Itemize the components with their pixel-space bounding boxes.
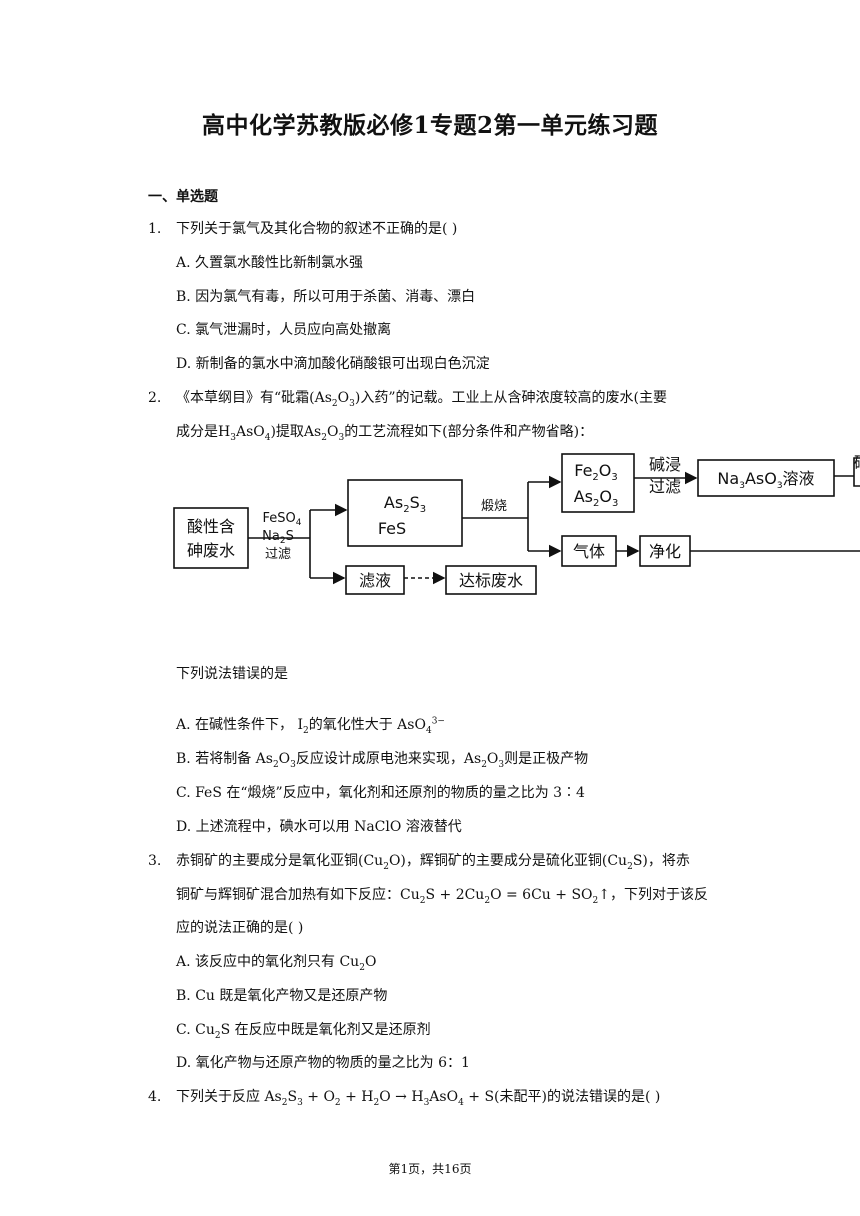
box-gas-label: 气体 <box>573 542 605 561</box>
box-filtrate-label: 滤液 <box>359 571 391 590</box>
box1-line2: 砷废水 <box>187 541 235 560</box>
question-1-option-d: D. 新制备的氯水中滴加酸化硝酸银可出现白色沉淀 <box>176 356 490 372</box>
page-title: 高中化学苏教版必修1专题2第一单元练习题 <box>201 112 658 139</box>
box-waste-label: 达标废水 <box>459 571 523 590</box>
question-3-option-b: B. Cu 既是氧化产物又是还原产物 <box>176 988 388 1004</box>
question-1-option-a: A. 久置氯水酸性比新制氯水强 <box>176 255 364 271</box>
question-3-line3: 应的说法正确的是( ) <box>176 920 304 936</box>
question-2-option-a: A. 在碱性条件下， I2的氧化性大于 AsO43− <box>176 716 445 736</box>
question-2-option-c: C. FeS 在“煅烧”反应中，氧化剂和还原剂的物质的量之比为 3∶4 <box>176 785 585 801</box>
question-3-option-d: D. 氧化产物与还原产物的物质的量之比为 6：1 <box>176 1055 470 1071</box>
box4-text: Na3AsO3溶液 <box>717 469 814 491</box>
question-1-option-b: B. 因为氯气有毒，所以可用于杀菌、消毒、漂白 <box>176 289 476 305</box>
reagent-feso4: FeSO4 <box>263 511 302 528</box>
box3-line1: Fe2O3 <box>574 461 618 483</box>
page-footer: 第1页，共16页 <box>388 1162 472 1176</box>
question-4-stem: 下列关于反应 As2S3 + O2 + H2O → H3AsO4 + S(未配平… <box>176 1089 661 1108</box>
box-standard-waste <box>445 565 537 595</box>
question-2-prompt: 下列说法错误的是 <box>176 666 288 682</box>
label-filter-2: 过滤 <box>649 477 681 496</box>
cut-label-iodine: 碘水 <box>854 453 860 472</box>
box-filtrate <box>345 565 405 595</box>
box1-line1: 酸性含 <box>187 517 235 536</box>
label-calcine: 煅烧 <box>481 498 507 514</box>
question-4-number: 4. <box>148 1089 162 1105</box>
question-2-option-d: D. 上述流程中，碘水可以用 NaClO 溶液替代 <box>176 819 462 835</box>
question-2-stem-line2: 成分是H3AsO4)提取As2O3的工艺流程如下(部分条件和产物省略)： <box>176 424 594 443</box>
question-3-option-c: C. Cu2S 在反应中既是氧化剂又是还原剂 <box>176 1022 431 1041</box>
box-cut-right <box>853 457 860 487</box>
question-2-number: 2. <box>148 390 162 406</box>
label-alkali-leach: 碱浸 <box>649 455 681 474</box>
box-na3aso3-solution <box>697 459 835 497</box>
reagent-na2s: Na2S <box>262 529 294 546</box>
reagent-filter: 过滤 <box>265 547 291 562</box>
box3-line2: As2O3 <box>574 487 619 509</box>
box-fe2o3-as2o3 <box>561 453 635 513</box>
box2-line1: As2S3 <box>384 493 426 515</box>
question-3-option-a: A. 该反应中的氧化剂只有 Cu2O <box>176 954 377 973</box>
box-purify-label: 净化 <box>649 542 681 561</box>
question-3-number: 3. <box>148 853 162 869</box>
process-flow-svg: 酸性含 砷废水 FeSO4 Na2S 过滤 As2S3 FeS 煅烧 Fe2O3… <box>173 453 860 595</box>
question-1-stem: 下列关于氯气及其化合物的叙述不正确的是( ) <box>176 221 458 237</box>
question-3-line1: 赤铜矿的主要成分是氧化亚铜(Cu2O)，辉铜矿的主要成分是硫化亚铜(Cu2S)，… <box>176 853 690 872</box>
question-2-stem-line1: 《本草纲目》有“砒霜(As2O3)入药”的记载。工业上从含砷浓度较高的废水(主要 <box>176 390 667 409</box>
box2-line2: FeS <box>378 519 406 538</box>
box-as2s3-fes <box>347 479 463 547</box>
section-heading: 一、单选题 <box>148 189 218 205</box>
question-1-option-c: C. 氯气泄漏时，人员应向高处撤离 <box>176 322 392 338</box>
question-2-option-b: B. 若将制备 As2O3反应设计成原电池来实现，As2O3则是正极产物 <box>176 751 589 770</box>
process-flow-diagram: 酸性含 砷废水 FeSO4 Na2S 过滤 As2S3 FeS 煅烧 Fe2O3… <box>170 446 860 596</box>
question-1-number: 1. <box>148 221 162 237</box>
question-3-line2: 铜矿与辉铜矿混合加热有如下反应：Cu2S + 2Cu2O = 6Cu + SO2… <box>176 887 708 906</box>
